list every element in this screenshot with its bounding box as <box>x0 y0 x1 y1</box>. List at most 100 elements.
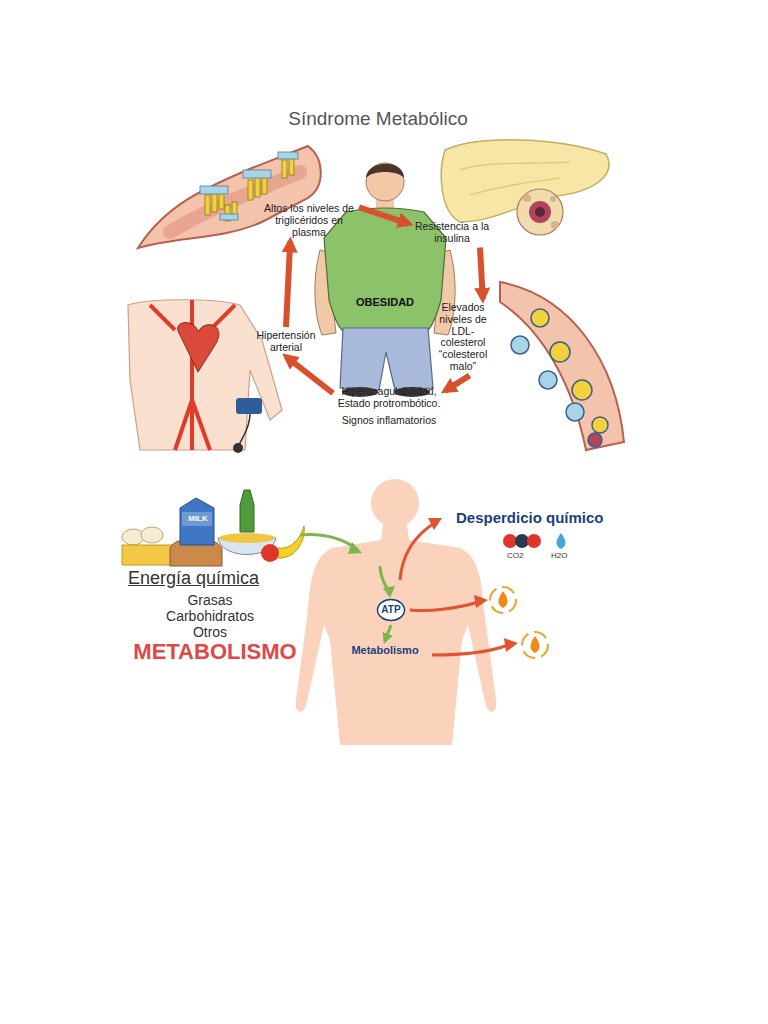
flow-arrow <box>385 625 391 641</box>
pancreas <box>460 162 570 195</box>
atp-circle: ATP <box>376 598 406 622</box>
triglyceride-vessel <box>243 170 271 178</box>
triglyceride-vessel <box>289 157 294 175</box>
obese-person <box>366 164 404 178</box>
pancreas <box>551 221 559 229</box>
cycle-text: Elevados niveles de LDL-colesterol “cole… <box>430 302 496 373</box>
waste-molecules <box>503 533 566 549</box>
flow-arrow <box>286 241 290 327</box>
flow-arrows <box>428 518 442 530</box>
pancreas <box>523 194 531 202</box>
triglyceride-vessel <box>220 214 238 220</box>
food-group <box>122 529 144 545</box>
waste-molecules <box>503 534 517 548</box>
node-text: Signos inflamatorios <box>336 415 442 427</box>
heat-icon <box>498 591 507 608</box>
hypertension-torso <box>238 414 250 448</box>
pancreas <box>535 207 545 217</box>
node-text: Altos los niveles de triglicéridos en pl… <box>262 203 356 238</box>
flow-arrow <box>480 248 483 300</box>
pancreas <box>550 196 556 202</box>
food-group <box>219 533 275 543</box>
process-label: Metabolismo <box>340 644 430 656</box>
ldl-vessel <box>539 371 557 389</box>
food-group <box>261 544 279 562</box>
flow-arrow <box>445 376 470 391</box>
triglyceride-vessel <box>205 195 210 215</box>
triglyceride-vessel <box>212 192 217 212</box>
text-label: Grasas <box>150 592 270 608</box>
text-label: CO2 <box>507 551 523 560</box>
flow-arrows <box>383 586 395 598</box>
triglyceride-vessel <box>282 160 287 178</box>
shirt-label: OBESIDAD <box>345 296 425 308</box>
ldl-vessel <box>500 282 624 450</box>
node-text: Elevados niveles de LDL-colesterol “cole… <box>430 302 496 373</box>
cycle-text: Hipercoagulabilidad, Estado protrombótic… <box>336 386 442 426</box>
heat-icon <box>522 632 548 658</box>
flow-arrows <box>300 535 358 550</box>
flow-arrow <box>286 357 333 394</box>
ldl-vessel <box>572 380 592 400</box>
ldl-vessel <box>566 403 584 421</box>
node-text: OBESIDAD <box>345 296 425 308</box>
food-group <box>240 490 254 532</box>
text-label: METABOLISMO <box>126 639 304 665</box>
flow-arrows <box>300 518 518 655</box>
flow-arrow <box>359 207 409 224</box>
hypertension-torso <box>233 443 243 453</box>
waste-molecules <box>527 534 541 548</box>
hypertension-torso <box>128 300 282 453</box>
food-group <box>122 490 304 566</box>
ldl-vessel <box>500 282 624 450</box>
diagram-title: Síndrome Metabólico <box>200 108 556 130</box>
node-text: Hipercoagulabilidad, Estado protrombótic… <box>336 386 442 410</box>
triglyceride-vessel <box>255 177 260 197</box>
food-group <box>141 527 163 543</box>
triglyceride-vessel <box>200 186 228 194</box>
ldl-vessel <box>588 433 602 447</box>
heat-icon <box>490 587 516 613</box>
ldl-vessel <box>511 309 608 447</box>
obese-person <box>366 163 404 201</box>
text-label: Otros <box>150 624 270 640</box>
node-text: Resistencia a la insulina <box>412 221 492 245</box>
ldl-vessel <box>511 336 529 354</box>
triglyceride-vessel <box>278 152 298 159</box>
ldl-vessel <box>531 309 549 327</box>
heat-icon <box>490 587 548 658</box>
flow-arrows <box>504 638 518 652</box>
pancreas <box>517 189 563 235</box>
text-label: H2O <box>551 551 567 560</box>
hypertension-torso <box>178 323 219 372</box>
hypertension-torso <box>128 300 282 450</box>
node-text: Metabolismo <box>340 644 430 656</box>
flow-arrows <box>474 595 488 608</box>
text-label: Desperdicio químico <box>456 509 604 526</box>
heat-icon <box>530 636 539 653</box>
text-label: MILK <box>181 514 215 523</box>
ldl-vessel <box>550 342 570 362</box>
flow-arrows <box>348 542 362 554</box>
food-group <box>276 526 304 558</box>
triglyceride-vessel <box>248 180 253 200</box>
waste-molecules <box>515 534 529 548</box>
hypertension-torso <box>150 300 235 450</box>
node-text: ATP <box>381 605 400 615</box>
obese-person <box>340 328 433 390</box>
obese-person <box>315 163 455 397</box>
flow-arrows <box>400 522 436 580</box>
hypertension-torso <box>236 398 262 414</box>
cycle-text: Hipertensión arterial <box>255 330 317 354</box>
waste-molecules <box>556 533 565 549</box>
human-body <box>371 479 419 527</box>
food-group <box>180 498 214 545</box>
cycle-text: Altos los niveles de triglicéridos en pl… <box>262 203 356 238</box>
pancreas <box>529 201 551 223</box>
node-text: Hipertensión arterial <box>255 330 317 354</box>
ldl-vessel <box>592 417 608 433</box>
cycle-text: Resistencia a la insulina <box>412 221 492 245</box>
